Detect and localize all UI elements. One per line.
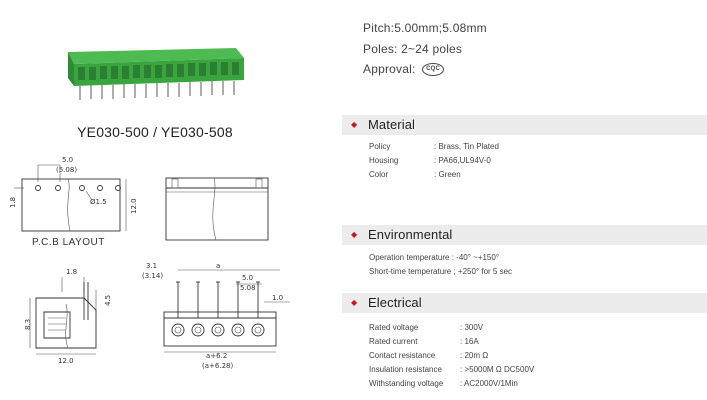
dim-front-a628: (a+6.28) [202, 362, 233, 370]
dim-offset-18: 1.8 [9, 197, 17, 208]
diamond-bullet-icon: ◆ [351, 230, 358, 239]
dim-pitch-500: 5.0 [62, 156, 73, 164]
dim-height-120: 12.0 [130, 198, 138, 214]
material-section-header: ◆ Material [342, 115, 707, 135]
model-title: YE030-500 / YE030-508 [77, 124, 233, 140]
dim-side-120: 12.0 [58, 357, 74, 365]
dim-front-31: 3.1 [146, 262, 157, 270]
side-view-drawing: 1.8 4.5 8.3 12.0 [24, 268, 112, 365]
dim-hole-dia: Ø1.5 [90, 198, 107, 206]
diamond-bullet-icon: ◆ [351, 120, 358, 129]
material-value: : PA66,UL94V-0 [434, 156, 491, 165]
environmental-title: Environmental [368, 227, 453, 242]
pcb-layout-drawing: 5.0 (5.08) 1.8 Ø1.5 12.0 [9, 156, 138, 232]
electrical-value: : 16A [460, 337, 479, 346]
material-key: Color [369, 170, 389, 179]
connector-pins [79, 81, 235, 100]
front-view-drawing: 3.1 (3.14) a 5.0 5.08 1.0 a+6.2 (a+6.28) [142, 262, 290, 370]
material-key: Housing [369, 156, 399, 165]
cqc-approval-icon: CQC [422, 63, 445, 77]
dim-front-a62: a+6.2 [206, 352, 227, 360]
dim-front-10: 1.0 [272, 294, 283, 302]
electrical-key: Rated current [369, 337, 418, 346]
diamond-bullet-icon: ◆ [351, 298, 358, 307]
electrical-value: : 300V [460, 323, 484, 332]
material-key: Policy [369, 142, 391, 151]
spec-poles: Poles: 2~24 poles [363, 42, 463, 56]
approval-label: Approval: [363, 62, 416, 76]
pcb-layout-caption: P.C.B LAYOUT [32, 237, 105, 248]
dim-front-50: 5.0 [242, 274, 253, 282]
electrical-value: : AC2000V/1Min [460, 379, 518, 388]
material-value: : Green [434, 170, 461, 179]
product-photo [68, 48, 244, 100]
electrical-key: Insulation resistance [369, 365, 442, 374]
material-title: Material [368, 117, 416, 132]
electrical-key: Rated voltage [369, 323, 419, 332]
dim-side-45: 4.5 [104, 295, 112, 306]
connector-housing [68, 48, 244, 86]
dim-side-18: 1.8 [66, 268, 77, 276]
electrical-section-header: ◆ Electrical [342, 293, 707, 313]
dim-side-83: 8.3 [24, 319, 32, 330]
dim-pitch-508: (5.08) [56, 166, 77, 174]
spec-pitch: Pitch:5.00mm;5.08mm [363, 21, 487, 35]
electrical-key: Withstanding voltage [369, 379, 444, 388]
electrical-value: : 20m Ω [460, 351, 489, 360]
dim-front-508: 5.08 [240, 284, 256, 292]
environmental-value: Operation temperature : -40° ~+150° [369, 253, 500, 262]
electrical-key: Contact resistance [369, 351, 436, 360]
environmental-value: Short-time temperature ; +250° for 5 sec [369, 267, 513, 276]
environmental-section-header: ◆ Environmental [342, 225, 707, 245]
electrical-title: Electrical [368, 295, 422, 310]
electrical-value: : >5000M Ω DC500V [460, 365, 535, 374]
top-view-drawing [165, 177, 269, 241]
dim-front-314: (3.14) [142, 272, 163, 280]
spec-approval: Approval: CQC [363, 62, 445, 77]
dim-front-a: a [216, 262, 220, 270]
material-value: : Brass, Tin Plated [434, 142, 499, 151]
